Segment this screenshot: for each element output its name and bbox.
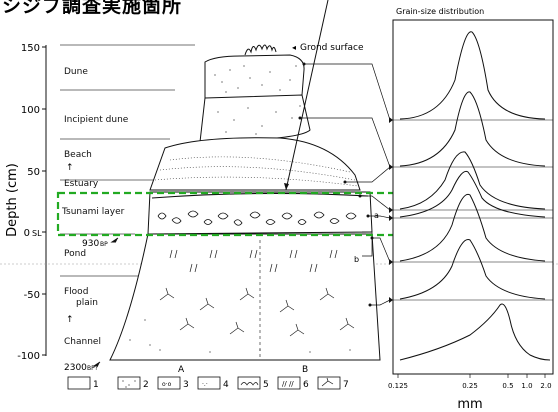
legend-number: 2 xyxy=(143,380,149,390)
date-2300: 2300 xyxy=(64,363,87,373)
layer-label-tsunami: Tsunami layer xyxy=(61,207,125,217)
legend-number: 4 xyxy=(223,380,229,390)
y-axis-title: Depth (cm) xyxy=(5,163,20,237)
up-arrow-icon: ↑ xyxy=(66,163,74,173)
y-tick: 50 xyxy=(27,167,40,178)
legend-number: 1 xyxy=(93,380,99,390)
layer-labels: Dune Incipient dune Beach ↑ Estuary Tsun… xyxy=(61,67,129,347)
layer-label-dune: Dune xyxy=(64,67,88,77)
date-930-suffix: BP xyxy=(100,241,108,248)
legend-number: 5 xyxy=(263,380,269,390)
grain-axis-unit: mm xyxy=(457,397,482,412)
legend-number: 3 xyxy=(183,380,189,390)
date-2300-suffix: BP? xyxy=(87,365,98,372)
y-tick: 150 xyxy=(21,43,40,54)
grain-tick: 0.25 xyxy=(462,382,478,390)
layer-label-flood: Flood xyxy=(64,287,88,297)
date-930: 930 xyxy=(82,239,99,249)
grain-tick: 0.5 xyxy=(502,382,513,390)
header-title: シジブ調査実施箇所 xyxy=(2,0,183,17)
up-arrow-icon: ↑ xyxy=(66,315,74,325)
layer-label-incipient-dune: Incipient dune xyxy=(64,115,129,125)
date-arrow-icon xyxy=(110,237,119,243)
legend: 1 2 o·o 3 ·.· 4 5 // // 6 7 xyxy=(67,376,349,390)
sea-level-label: SL xyxy=(32,229,42,238)
pointer-line xyxy=(285,0,329,191)
layer-label-beach: Beach xyxy=(64,150,92,160)
layer-label-plain: plain xyxy=(76,298,98,308)
svg-text:o·o: o·o xyxy=(162,381,172,388)
legend-number: 6 xyxy=(303,380,309,390)
legend-number: 7 xyxy=(343,380,349,390)
y-tick: -100 xyxy=(17,351,40,362)
marker-b: b xyxy=(354,255,359,264)
y-tick: 100 xyxy=(21,105,40,116)
svg-text:·.·: ·.· xyxy=(202,381,208,388)
y-tick: -50 xyxy=(24,290,40,301)
grain-size-panel: Grain-size distribution xyxy=(388,7,554,412)
stratigraphic-column xyxy=(109,44,381,361)
ground-surface-label: Grond surface xyxy=(300,43,364,53)
layer-label-channel: Channel xyxy=(64,337,101,347)
layer-label-estuary: Estuary xyxy=(64,179,99,189)
grain-tick: 0.125 xyxy=(388,382,408,390)
date-arrow-icon xyxy=(92,361,101,367)
column-label-b: B xyxy=(302,365,308,375)
pointer-arrow-icon xyxy=(284,183,289,190)
marker-a: a xyxy=(374,211,379,220)
depth-axis: 150 100 50 0 SL -50 -100 Depth (cm) xyxy=(5,43,47,362)
arrow-left-icon: ◂ xyxy=(292,43,296,52)
y-tick: 0 xyxy=(24,228,30,239)
tsunami-highlight-box xyxy=(56,191,400,237)
grain-tick: 1.0 xyxy=(521,382,532,390)
svg-text:// //: // // xyxy=(282,380,294,388)
column-label-a: A xyxy=(178,365,185,375)
grain-size-title: Grain-size distribution xyxy=(396,7,484,16)
layer-label-pond: Pond xyxy=(64,249,86,259)
connector-lines xyxy=(300,63,391,306)
grain-tick: 2.0 xyxy=(540,382,551,390)
